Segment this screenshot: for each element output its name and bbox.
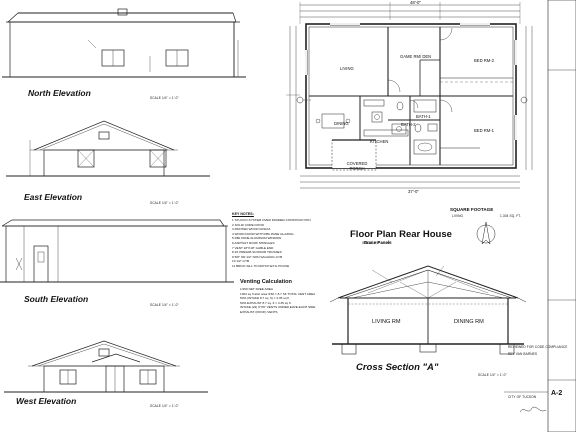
square-footage-value: 1,304 SQ. FT. xyxy=(500,214,521,218)
title-block-drawing xyxy=(504,0,576,432)
key-note-item: 5 DBL PANE ALUMINUM WINDOW xyxy=(232,236,282,241)
east-elevation-title: East Elevation xyxy=(24,192,83,202)
key-note-item: 7 VENT 18"X18" GABLE END xyxy=(232,245,274,250)
west-elevation-drawing xyxy=(4,340,208,393)
east-elevation-scale: SCALE 1/4" = 1'-0" xyxy=(150,201,179,205)
section-room-dining: DINING RM xyxy=(454,319,484,325)
room-bath2: BATH-2 xyxy=(401,122,416,127)
owner-name: REY VAN BARNES xyxy=(508,352,538,356)
west-elevation-scale: SCALE 1/4" = 1'-0" xyxy=(150,404,179,408)
north-elevation-title: North Elevation xyxy=(28,88,91,98)
key-notes-list: 1 STUCCO SYSTEM OVER FRAMED CONSTRUCTION… xyxy=(232,218,311,269)
plan-top-dimension: 48'-0" xyxy=(410,0,421,5)
floor-plan-title: Floor Plan Rear House xyxy=(350,229,452,240)
venting-line: 50% (INTAKE 8.7 sq. ft) = 4.35 sq ft xyxy=(240,296,290,301)
key-note-item: 1 STUCCO SYSTEM OVER FRAMED CONSTRUCTION xyxy=(232,218,311,222)
floor-plan-drawing xyxy=(286,2,533,189)
north-elevation-drawing xyxy=(2,8,246,78)
room-bed1: BED RM-1 xyxy=(474,128,495,133)
south-elevation-scale: SCALE 1/4" = 1'-0" xyxy=(150,303,179,307)
north-elevation-scale: SCALE 1/4" = 1'-0" xyxy=(150,96,179,100)
key-note-item: 10 1/2" GYB xyxy=(232,259,250,264)
brace-panels-label: Brace Panels xyxy=(364,240,392,245)
venting-line: 1304 sq ft attic area /150 = 8.7 SF TOTA… xyxy=(240,291,316,296)
venting-line: INTAKE (22) 9"X9" VENTS UNDER EAVE EACH … xyxy=(240,305,316,310)
square-footage-label: LIVING xyxy=(452,214,464,218)
venting-title: Venting Calculation xyxy=(240,279,292,285)
room-bath1: BATH-1 xyxy=(416,114,431,119)
section-room-living: LIVING RM xyxy=(372,319,401,325)
key-note-item: 6 ASPHALT ROOF SHINGLES xyxy=(232,240,275,245)
east-elevation-drawing xyxy=(6,120,210,177)
square-footage-title: SQUARE FOOTAGE xyxy=(450,207,494,212)
room-game-den: GAME RM/ DEN xyxy=(400,54,432,59)
room-kitchen: KITCHEN xyxy=(370,139,389,144)
venting-lines: 1/150 NET FREE AREA 1304 sq ft attic are… xyxy=(240,287,315,315)
room-covered-porch: COVERED PORCH xyxy=(346,161,368,171)
south-elevation-drawing xyxy=(0,219,234,283)
floor-plan-scale: SCALE 1/4" = 1'-0" xyxy=(362,241,391,245)
plan-bottom-dimension: 37'-0" xyxy=(408,189,419,194)
cross-section-title: Cross Section "A" xyxy=(356,362,439,373)
north-arrow xyxy=(476,221,496,245)
cross-section-drawing xyxy=(329,265,527,355)
key-note-item: 8 2X PREFAB SCISSOR TRUSSES xyxy=(232,250,282,255)
west-elevation-title: West Elevation xyxy=(16,396,77,406)
key-note-item: 4 WOOD DOOR WITH DBL PANE GLAZING xyxy=(232,231,294,236)
key-note-item: 2 SOLID CORE DOOR xyxy=(232,222,264,227)
sheet-number: A-2 xyxy=(551,390,563,397)
city-name: CITY OF TUCSON xyxy=(508,395,537,399)
key-note-item: 9 5/8" OR 1/2" NON SAGGING GYB xyxy=(232,254,283,259)
room-living: LIVING xyxy=(340,66,354,71)
venting-line: 50% EXHAUST 8.7 sq. ft = 4.35 sq ft xyxy=(240,300,291,305)
room-bed2: BED RM-2 xyxy=(474,58,495,63)
cross-section-scale: SCALE 1/4" = 1'-0" xyxy=(478,373,507,377)
key-notes-title: KEY NOTES: xyxy=(232,212,254,216)
south-elevation-title: South Elevation xyxy=(24,294,89,304)
venting-line: 1/150 NET FREE AREA xyxy=(240,287,273,291)
key-note-item: 11 BRICK SILL TO MATCH EX'G HOUSE xyxy=(232,263,290,268)
venting-line: EXHAUST (ROOF) VENTS xyxy=(240,309,278,314)
approval-stamp-text: REVIEWED FOR CODE COMPLIANCE xyxy=(508,345,568,349)
key-note-item: 3 PAINTED WOOD FASCIA xyxy=(232,227,271,232)
room-dining: DINING xyxy=(334,121,349,126)
